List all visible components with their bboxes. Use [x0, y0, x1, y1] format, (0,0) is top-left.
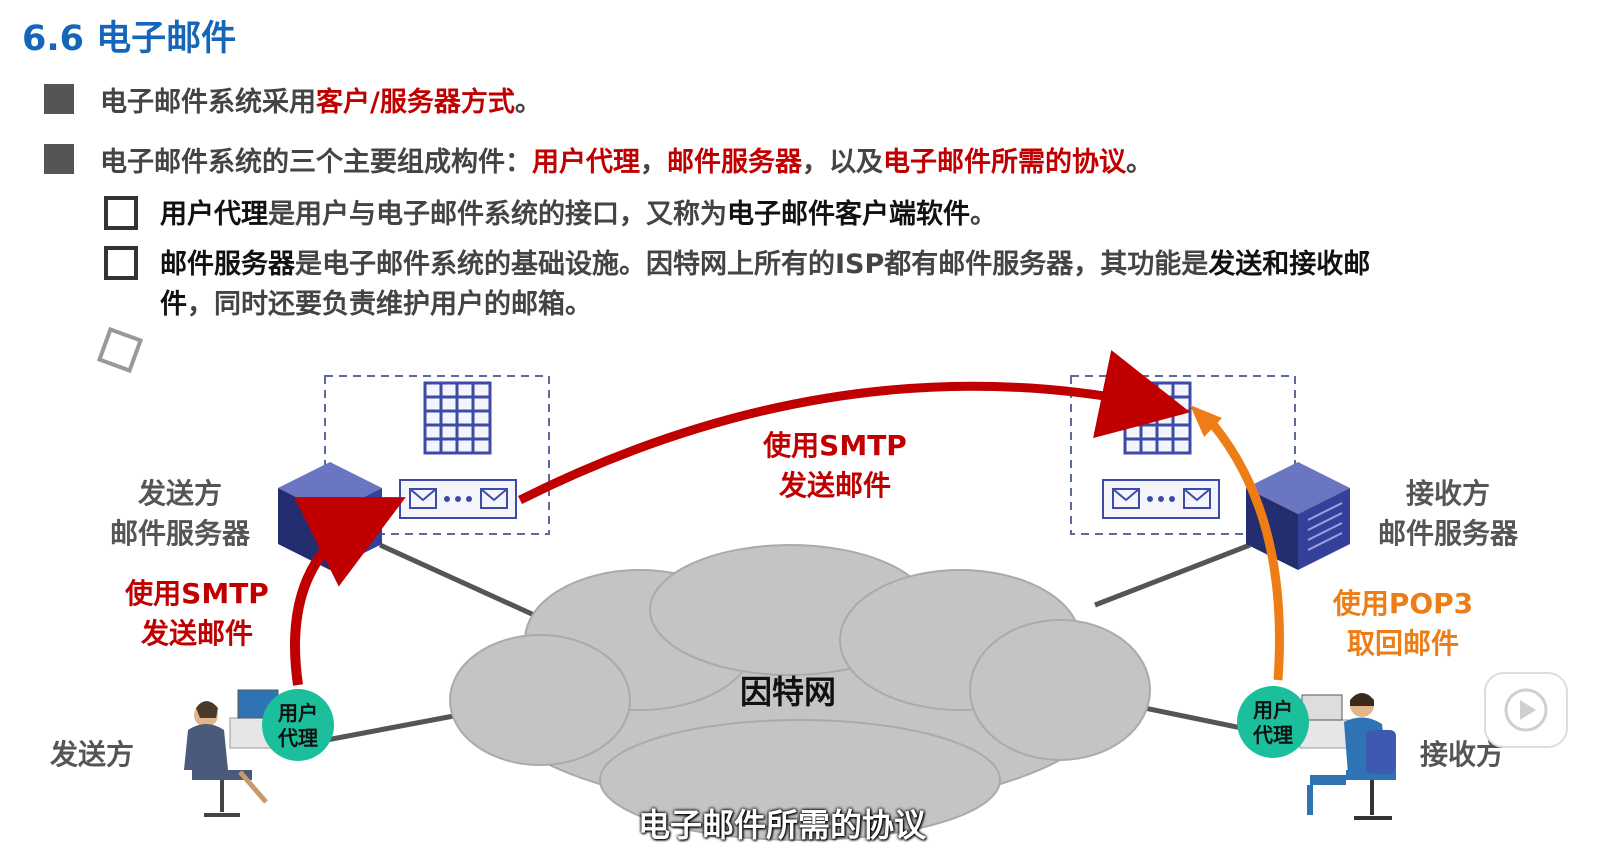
pop3-retrieve-arrow [1201, 412, 1284, 681]
sub-bullet-marker [104, 196, 138, 230]
sender-server-label: 发送方 邮件服务器 [109, 477, 250, 550]
text-segment: 用户代理 [160, 199, 268, 230]
mail-queue-icon [1102, 479, 1220, 519]
receiver-server-label: 接收方 邮件服务器 [1377, 477, 1518, 550]
text-segment: 是电子邮件系统的基础设施。因特网上所有的ISP都有邮件服务器，其功能是 [295, 249, 1209, 280]
sender-mailbox-panel [324, 375, 550, 535]
video-play-button[interactable] [1484, 672, 1568, 748]
smtp-relay-label: 使用SMTP 发送邮件 [763, 429, 907, 502]
text-segment: 客户/服务器方式 [316, 87, 515, 118]
mailbox-grid-icon [423, 381, 492, 455]
text-segment: 件 [160, 289, 187, 320]
pop3-label: 使用POP3 取回邮件 [1332, 587, 1474, 660]
text-segment: 邮件服务器 [667, 147, 802, 178]
text-segment: 。 [1126, 147, 1153, 178]
internet-label: 因特网 [740, 673, 837, 711]
receiver-label: 接收方 [1420, 738, 1505, 771]
mailbox-grid-icon [1123, 381, 1192, 455]
page-title: 6.6 电子邮件 [22, 19, 237, 59]
user-agent-label-line2: 代理 [1252, 723, 1293, 747]
text-segment: 电子邮件系统的三个主要组成构件： [100, 147, 532, 178]
text-segment: ，同时还要负责维护用户的邮箱。 [187, 289, 592, 320]
sub-bullet-text-2-line-2: 件，同时还要负责维护用户的邮箱。 [160, 282, 592, 321]
text-segment: 发送和接收邮 [1208, 249, 1371, 280]
text-segment: 电子邮件客户端软件 [727, 199, 970, 230]
bullet-marker [44, 84, 74, 114]
text-segment: 邮件服务器 [160, 249, 295, 280]
text-segment: ， [640, 147, 667, 178]
bullet-text-2: 电子邮件系统的三个主要组成构件：用户代理，邮件服务器，以及电子邮件所需的协议。 [100, 140, 1153, 179]
text-segment: 电子邮件系统采用 [100, 87, 316, 118]
text-segment: 是用户与电子邮件系统的接口，又称为 [268, 199, 727, 230]
pop3-arrowhead [1190, 405, 1222, 437]
smtp-relay-arrow [517, 350, 1191, 505]
smtp-submit-arrow [290, 497, 406, 686]
mail-queue-icon [399, 479, 517, 519]
smtp-submit-label: 使用SMTP 发送邮件 [125, 577, 269, 650]
text-segment: 。 [970, 199, 997, 230]
video-subtitle: 电子邮件所需的协议 [638, 806, 927, 844]
sender-user-agent-badge: 用户 代理 [262, 689, 334, 761]
sub-bullet-marker [104, 246, 138, 280]
receiver-person-icon [1299, 693, 1396, 820]
bullet-marker [44, 144, 74, 174]
sub-bullet-text-2-line-1: 邮件服务器是电子邮件系统的基础设施。因特网上所有的ISP都有邮件服务器，其功能是… [160, 242, 1370, 281]
sub-bullet-text-1: 用户代理是用户与电子邮件系统的接口，又称为电子邮件客户端软件。 [160, 192, 997, 231]
play-icon [1504, 688, 1548, 732]
bullet-text-1: 电子邮件系统采用客户/服务器方式。 [100, 80, 542, 119]
user-agent-label-line1: 用户 [1253, 698, 1293, 722]
text-segment: 。 [514, 87, 542, 118]
internet-cloud [449, 544, 1151, 841]
text-segment: ，以及 [802, 147, 883, 178]
user-agent-label-line2: 代理 [277, 726, 318, 750]
text-segment: 电子邮件所需的协议 [883, 147, 1126, 178]
receiver-user-agent-badge: 用户 代理 [1237, 686, 1309, 758]
sender-label: 发送方 [50, 738, 135, 771]
text-segment: 用户代理 [532, 147, 640, 178]
user-agent-label-line1: 用户 [278, 701, 318, 725]
